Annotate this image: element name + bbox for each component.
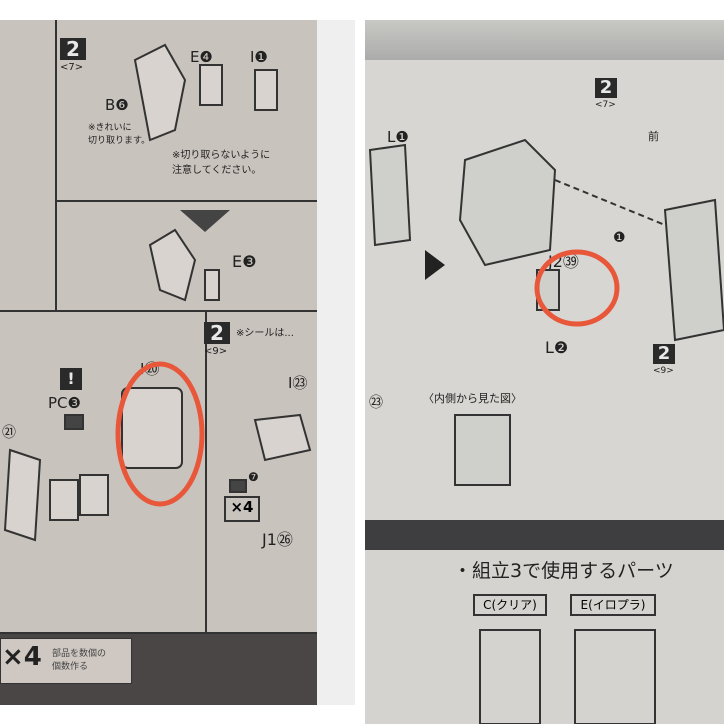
note-text: ※切り取らないように 注意してください。 [172,150,271,176]
part-label: I㉓ [288,374,308,392]
part-label: L❷ [545,338,569,357]
warning-icon: ! [60,368,82,390]
runner-label: E(イロプラ) [570,594,656,616]
part-drawings [368,138,724,724]
step-number: 2 [204,322,230,344]
part-label: ㉓ [369,395,383,411]
part-label: B❻ [105,96,129,114]
quantity-badge: ×4 [224,496,260,522]
highlight-circle [534,249,620,327]
part-label: E❸ [232,252,257,271]
step-sub: <9> [653,366,674,376]
parts-heading: ・組立3で使用するパーツ [453,560,674,582]
part-label: L❶ [387,128,409,146]
runner-label: C(クリア) [473,594,547,616]
step-number: 2 [595,78,617,98]
note-text: 部品を数個の 個数作る [52,649,107,672]
part-drawings [3,43,312,542]
right-instruction-photo: L❶ 2 <7> 前 J2㊴ ❶ L❷ 2 <9> ㉓ 〈内側から見た図〉 ・組… [365,20,724,724]
part-label: PC❸ [48,394,81,412]
step-number: 2 [60,38,86,60]
quantity-number: ×4 [2,642,42,672]
step-number: 2 [653,344,675,364]
note-text: ※きれいに 切り取ります。 [88,123,151,146]
inside-view-label: 〈内側から見た図〉 [423,392,522,405]
part-label: E❹ [190,48,213,66]
part-label: ❼ [248,470,259,484]
part-label: I❶ [250,48,268,66]
part-label: J1㉖ [262,530,293,549]
step-sub: <7> [595,100,616,110]
marker: ❶ [613,230,626,246]
left-instruction-photo: 2 <7> E❹ I❶ B❻ ※きれいに 切り取ります。 ※切り取らないように … [0,20,317,705]
direction-label: 前 [648,130,659,143]
part-label: ㉑ [2,425,16,441]
step-sub: <9> [204,346,228,357]
note-text: ※シールは... [236,328,294,339]
image-divider [317,20,355,705]
highlight-circle [115,361,205,507]
step-sub: <7> [60,62,84,73]
